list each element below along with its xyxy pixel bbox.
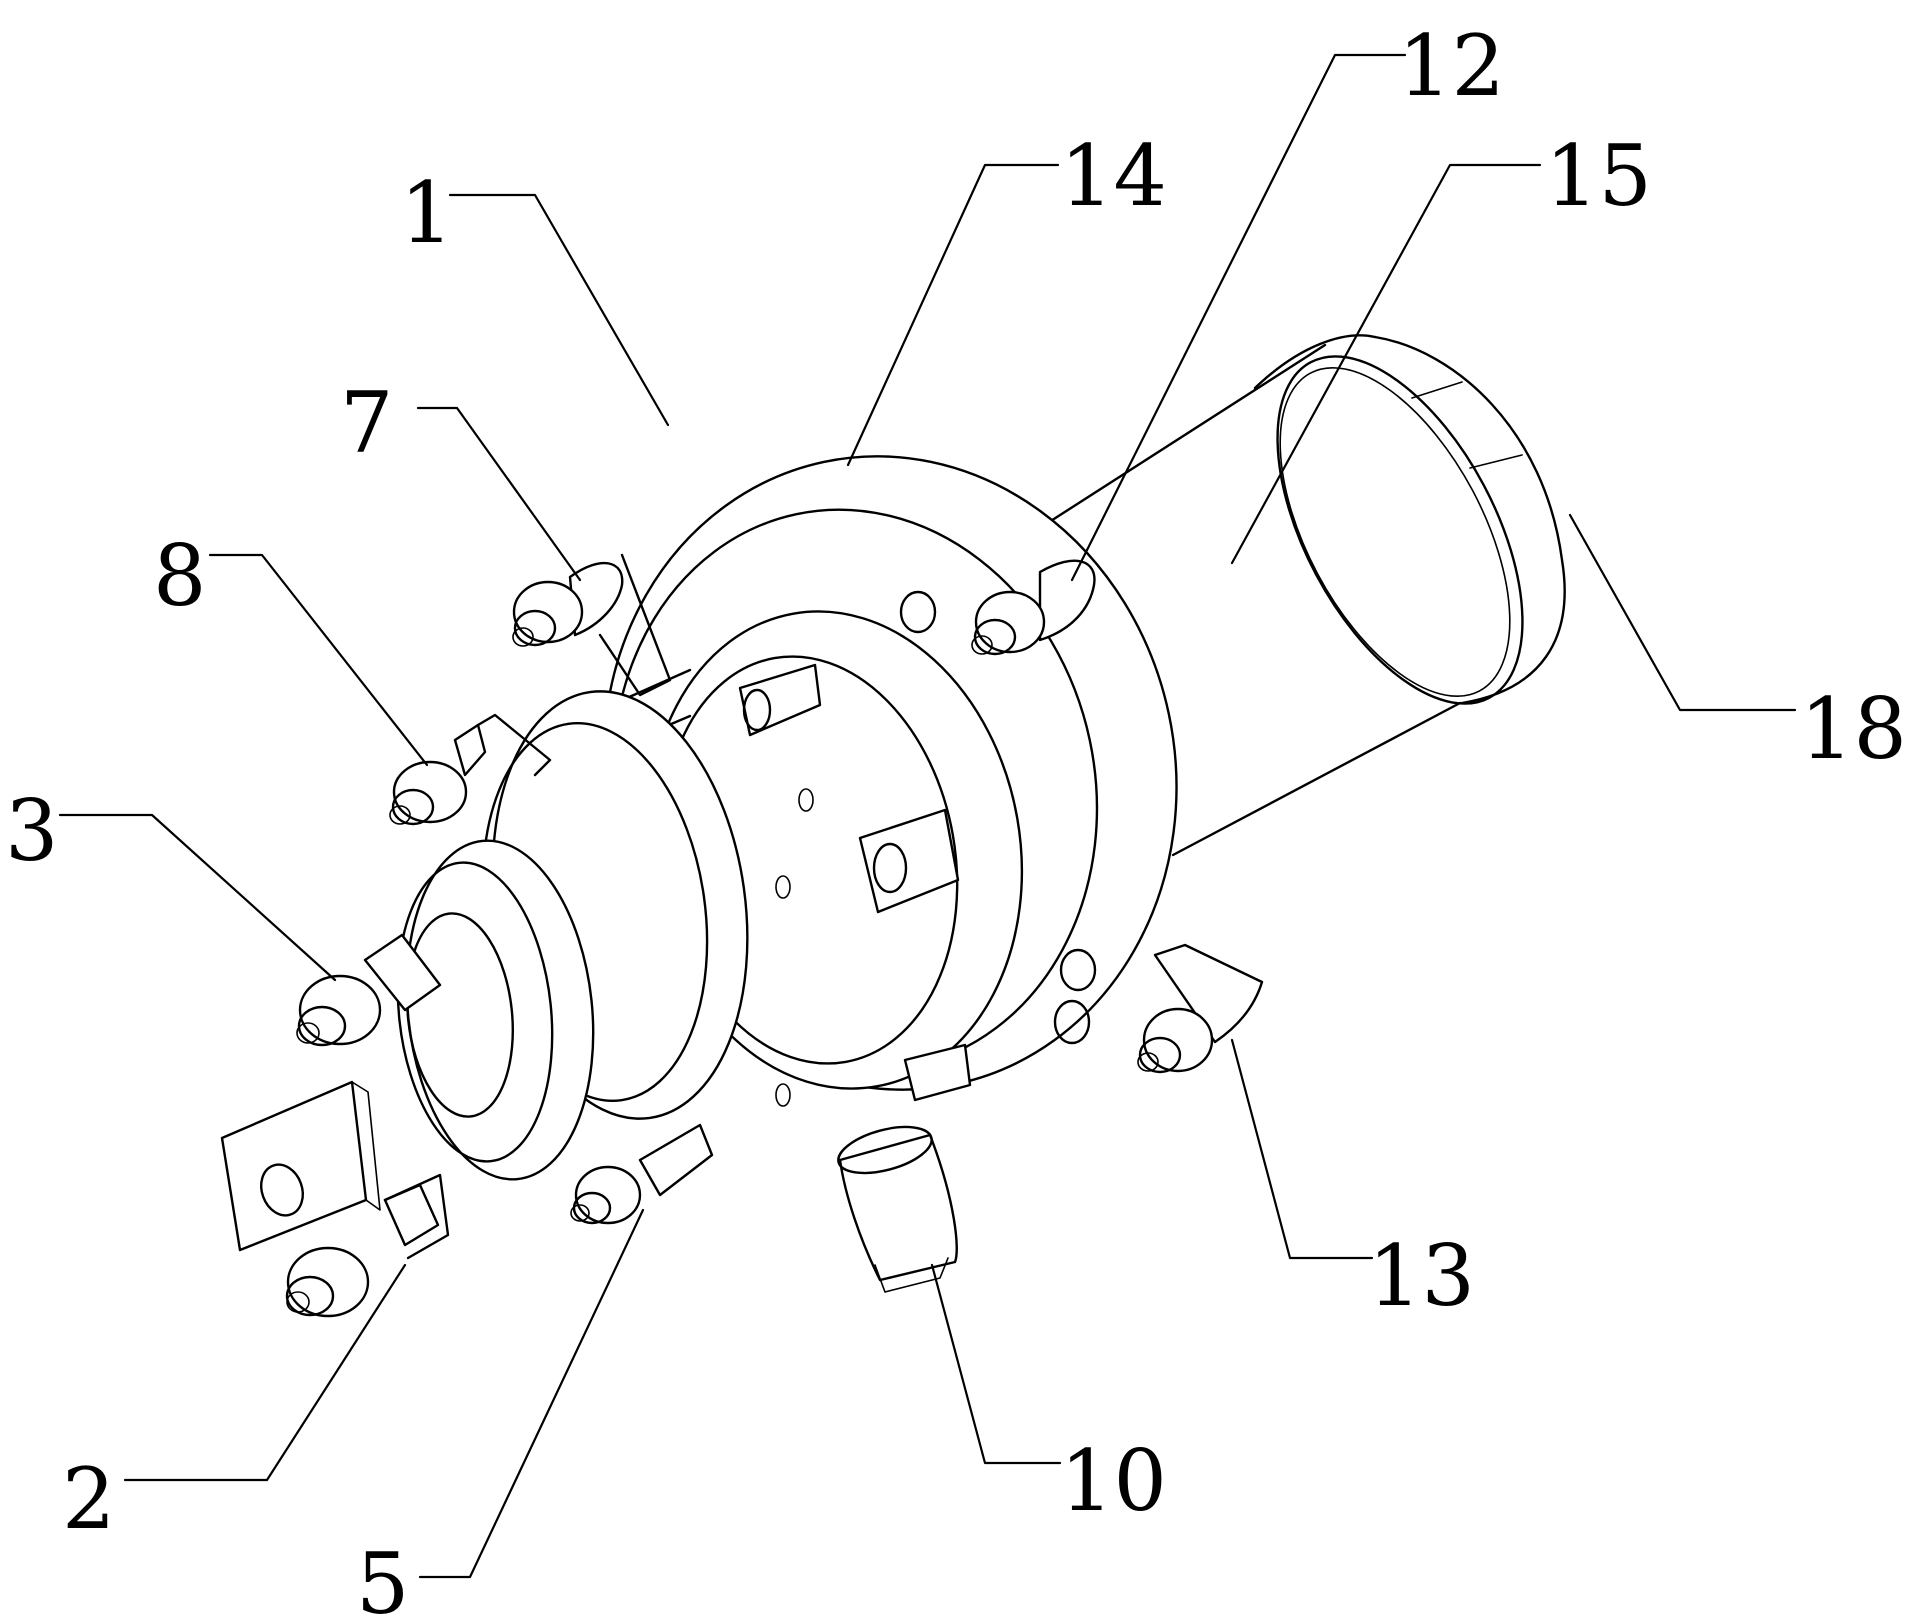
part-sensor-plug <box>837 1125 958 1293</box>
bolt-2 <box>285 1173 450 1318</box>
leader-14 <box>846 163 1060 467</box>
label-2: 2 <box>62 1450 115 1548</box>
part-spindle <box>220 690 749 1252</box>
label-1: 1 <box>400 164 453 262</box>
leader-7 <box>416 406 582 582</box>
leader-15 <box>1230 163 1542 565</box>
part-bolts <box>285 553 1264 1318</box>
bolt-12 <box>971 559 1096 656</box>
bolt-13 <box>1137 943 1264 1074</box>
leader-5 <box>418 1208 645 1579</box>
leader-1 <box>448 193 670 427</box>
part-end-cap <box>1253 334 1566 705</box>
label-5: 5 <box>356 1535 409 1615</box>
label-10: 10 <box>1060 1432 1167 1530</box>
label-18: 18 <box>1800 680 1907 778</box>
leader-2 <box>123 1263 407 1482</box>
leader-13 <box>1230 1038 1374 1260</box>
label-7: 7 <box>340 374 393 472</box>
label-8: 8 <box>153 527 206 625</box>
bolt-8 <box>389 713 552 826</box>
leader-8 <box>208 553 429 767</box>
part-cylinder-housing <box>988 343 1524 857</box>
label-14: 14 <box>1060 127 1167 225</box>
bolt-5 <box>570 1123 714 1225</box>
leader-12 <box>1070 53 1407 582</box>
bolt-3 <box>296 933 442 1047</box>
leader-3 <box>58 813 337 982</box>
bolt-7 <box>512 553 672 697</box>
leader-10 <box>930 1263 1062 1465</box>
label-13: 13 <box>1368 1227 1475 1325</box>
leader-lines <box>58 53 1797 1579</box>
label-15: 15 <box>1545 127 1652 225</box>
callout-labels: 1 2 3 5 7 8 10 12 13 14 15 18 <box>5 17 1907 1615</box>
leader-18 <box>1568 513 1797 712</box>
label-12: 12 <box>1398 17 1505 115</box>
label-3: 3 <box>5 782 58 880</box>
